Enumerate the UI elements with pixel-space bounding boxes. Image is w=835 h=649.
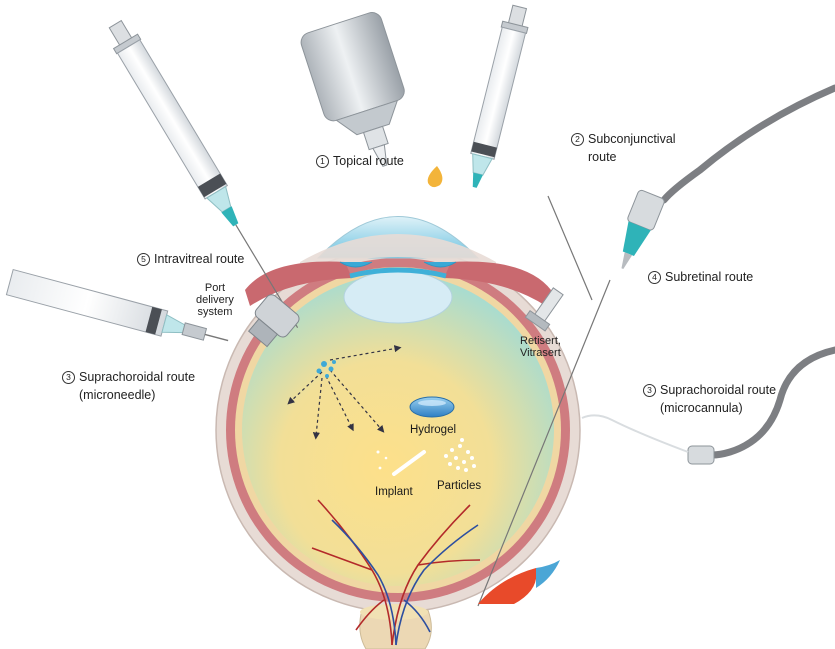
label-retisert-vitrasert: Retisert, Vitrasert	[520, 335, 561, 359]
label-particles: Particles	[437, 479, 481, 494]
subconjunctival-needle	[548, 196, 592, 300]
label-subconjunctival-route-2: route	[588, 150, 617, 165]
subconjunctival-syringe	[462, 4, 532, 191]
label-suprachoroidal-cannula-2: (microcannula)	[660, 401, 743, 416]
eye-drop	[428, 166, 443, 187]
label-hydrogel: Hydrogel	[410, 423, 456, 438]
label-port-delivery: Port delivery system	[196, 282, 234, 318]
label-suprachoroidal-needle-2: (microneedle)	[79, 388, 155, 403]
label-implant: Implant	[375, 485, 413, 500]
